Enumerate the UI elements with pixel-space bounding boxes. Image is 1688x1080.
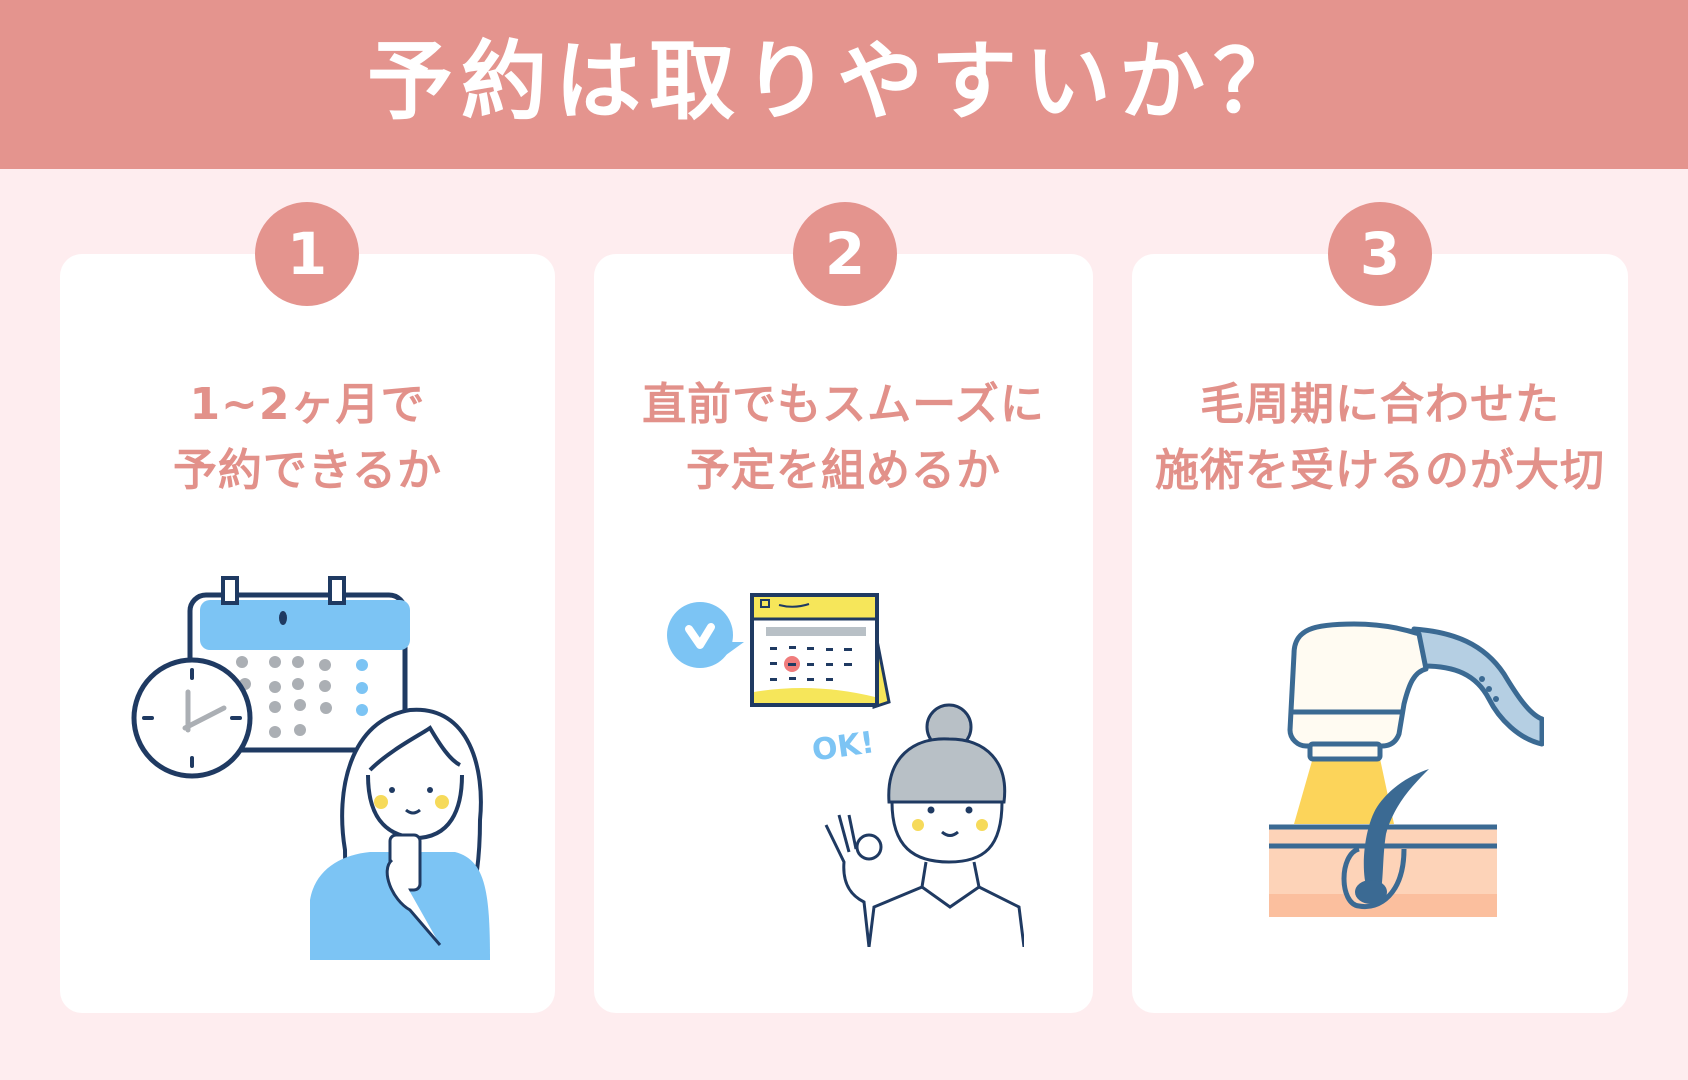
- laser-hair-removal-illustration: [1254, 594, 1544, 919]
- card-title-line-2: 予定を組めるか: [686, 445, 1001, 496]
- card-title: 1~2ヶ月で 予約できるか: [60, 372, 555, 504]
- card-title-line-1: 毛周期に合わせた: [1200, 379, 1560, 430]
- calendar-clock-woman-icon: [131, 576, 490, 960]
- calendar-check-woman-icon: OK!: [667, 593, 1024, 947]
- card-title-line-2: 予約できるか: [172, 445, 443, 496]
- card-title-line-2: 施術を受けるのが大切: [1155, 445, 1605, 496]
- header-banner: 予約は取りやすいか？: [0, 0, 1688, 169]
- page-title: 予約は取りやすいか？: [367, 31, 1307, 132]
- woman-phone-calendar-illustration: [130, 570, 490, 960]
- svg-text:OK!: OK!: [810, 725, 877, 768]
- card-1: 1~2ヶ月で 予約できるか: [60, 254, 555, 1013]
- step-badge-1: 1: [255, 202, 359, 306]
- card-title-line-1: 直前でもスムーズに: [642, 379, 1045, 430]
- card-title: 毛周期に合わせた 施術を受けるのが大切: [1132, 372, 1628, 504]
- card-title: 直前でもスムーズに 予定を組めるか: [594, 372, 1093, 504]
- step-badge-3: 3: [1328, 202, 1432, 306]
- card-3: 毛周期に合わせた 施術を受けるのが大切: [1132, 254, 1628, 1013]
- card-2: 直前でもスムーズに 予定を組めるか OK!: [594, 254, 1093, 1013]
- woman-ok-calendar-illustration: OK!: [664, 587, 1024, 947]
- card-title-line-1: 1~2ヶ月で: [189, 379, 426, 430]
- laser-device-icon: [1269, 621, 1544, 917]
- step-badge-2: 2: [793, 202, 897, 306]
